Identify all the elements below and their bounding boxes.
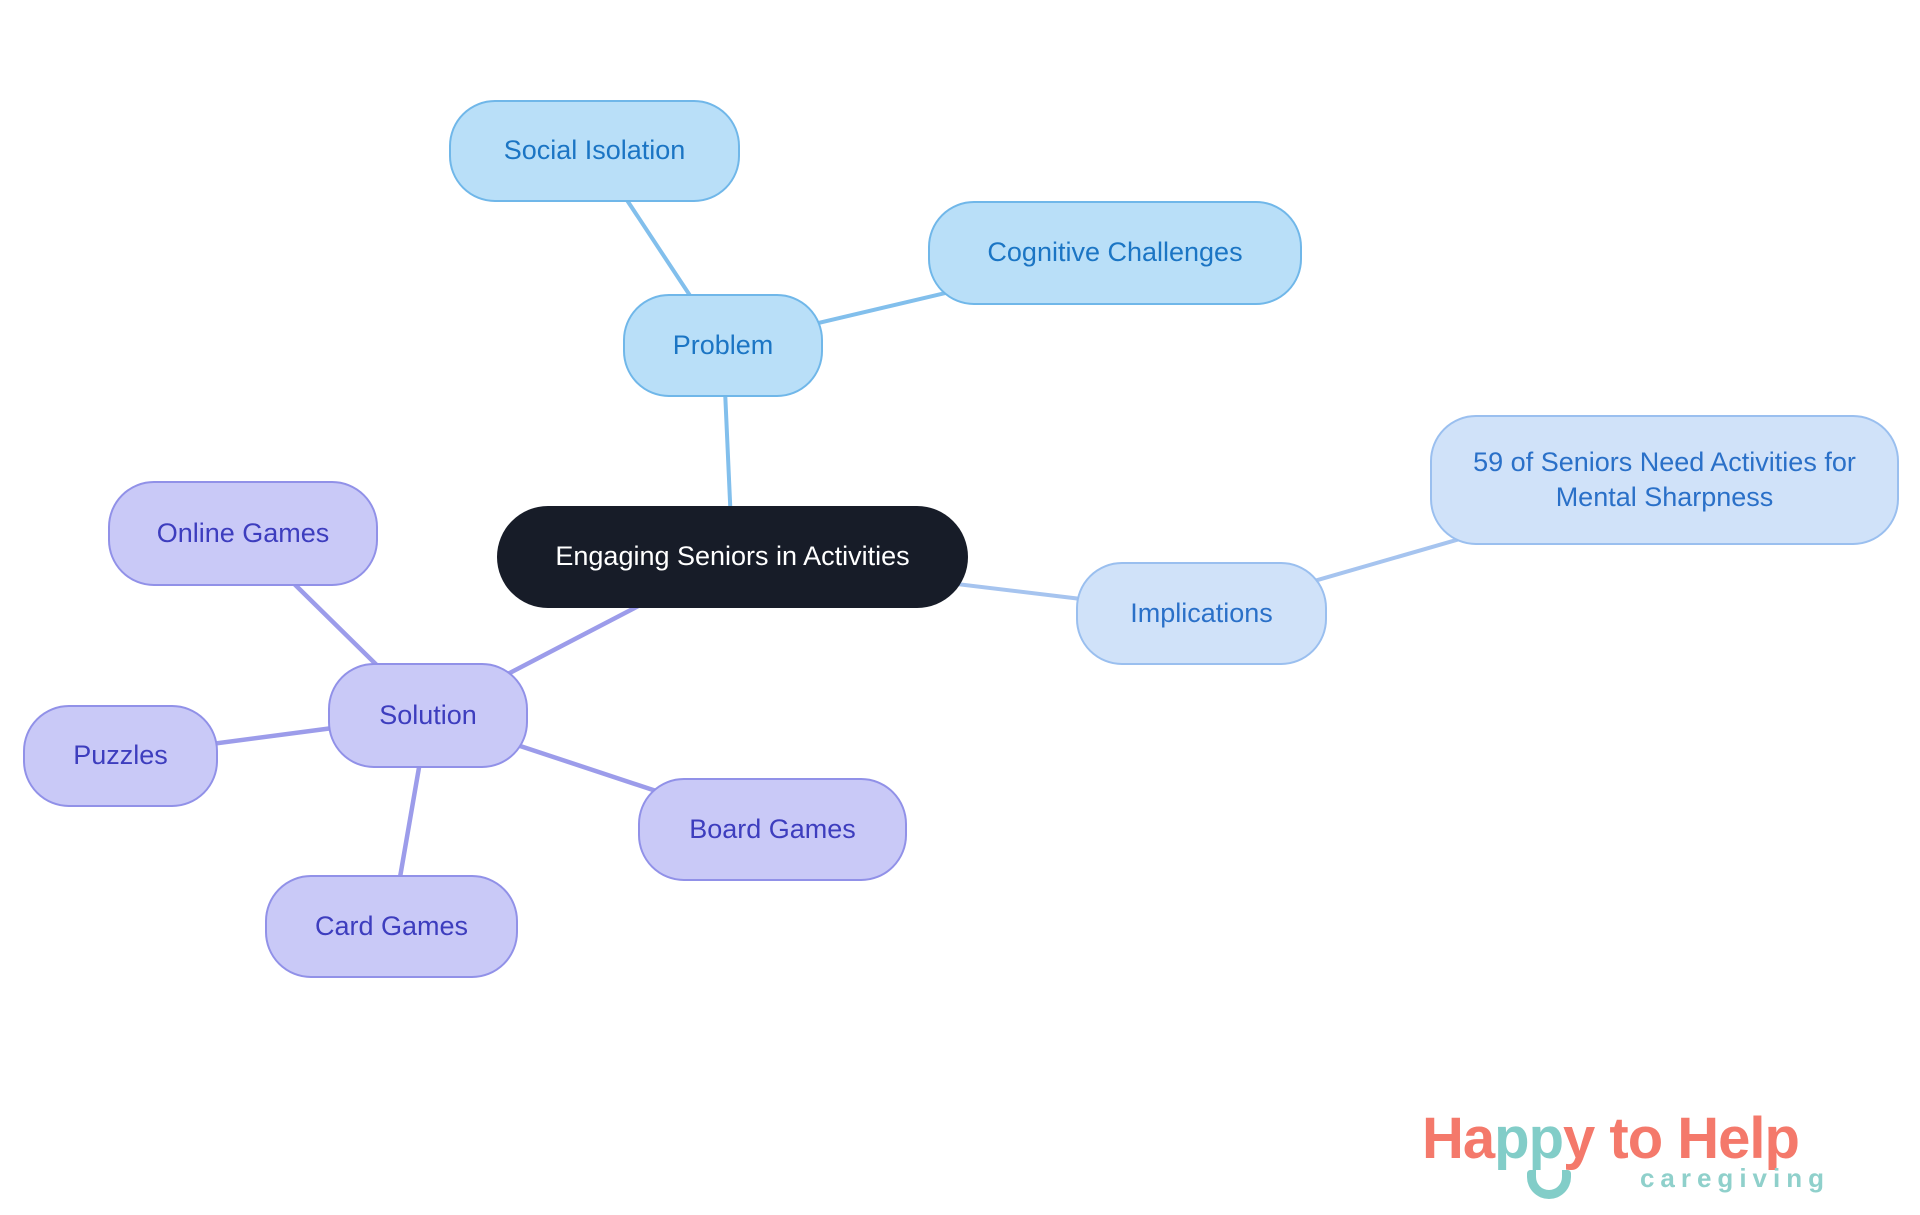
node-seniors-statistic[interactable]: 59 of Seniors Need Activities for Mental… xyxy=(1430,415,1899,545)
node-cognitive-challenges-label: Cognitive Challenges xyxy=(987,237,1243,268)
logo-text-coral-1: Ha xyxy=(1422,1106,1495,1171)
node-online-games-label: Online Games xyxy=(156,517,330,548)
node-central-topic-label: Engaging Seniors in Activities xyxy=(555,541,910,572)
node-problem-label: Problem xyxy=(672,329,774,360)
node-puzzles-label: Puzzles xyxy=(73,740,168,771)
logo-text-teal-pp: pp xyxy=(1494,1106,1564,1171)
node-puzzles[interactable]: Puzzles xyxy=(23,705,218,807)
node-seniors-statistic-label: 59 of Seniors Need Activities for Mental… xyxy=(1473,446,1856,512)
node-card-games[interactable]: Card Games xyxy=(265,875,518,978)
node-social-isolation-label: Social Isolation xyxy=(503,135,686,166)
happy-to-help-logo-wordmark: Happy to Help xyxy=(1422,1105,1800,1172)
node-cognitive-challenges[interactable]: Cognitive Challenges xyxy=(928,201,1302,305)
node-implications[interactable]: Implications xyxy=(1076,562,1327,665)
node-board-games[interactable]: Board Games xyxy=(638,778,907,881)
node-implications-label: Implications xyxy=(1130,597,1273,628)
node-solution[interactable]: Solution xyxy=(328,663,528,768)
logo-tagline: caregiving xyxy=(1639,1163,1830,1193)
logo-smile-icon xyxy=(1527,1170,1571,1199)
node-solution-label: Solution xyxy=(379,699,477,730)
node-board-games-label: Board Games xyxy=(689,813,856,844)
node-problem[interactable]: Problem xyxy=(623,294,823,397)
node-central-topic[interactable]: Engaging Seniors in Activities xyxy=(497,506,968,608)
node-online-games[interactable]: Online Games xyxy=(108,481,378,586)
node-card-games-label: Card Games xyxy=(314,910,469,941)
logo-text-coral-2: y to Help xyxy=(1563,1106,1800,1171)
node-social-isolation[interactable]: Social Isolation xyxy=(449,100,740,202)
